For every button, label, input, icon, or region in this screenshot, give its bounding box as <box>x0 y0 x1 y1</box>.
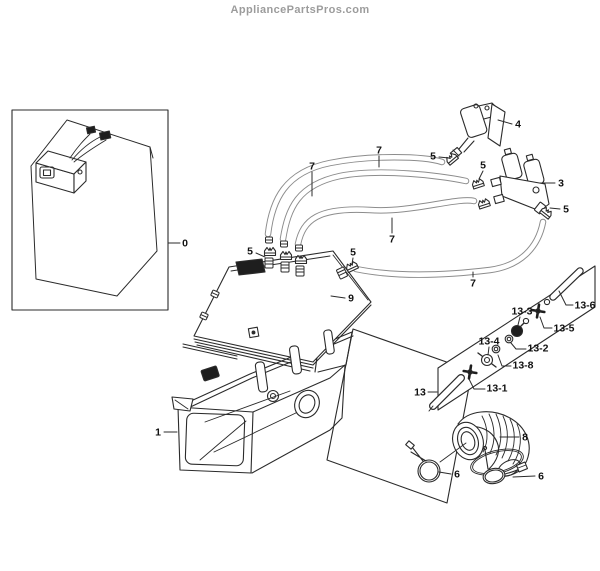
svg-text:13-8: 13-8 <box>512 360 533 372</box>
callout-0: 0 <box>167 238 188 250</box>
callout-5: 5 <box>247 246 266 258</box>
callout-13-2: 13-2 <box>510 342 549 355</box>
callout-5: 5 <box>549 204 569 216</box>
svg-text:6: 6 <box>538 471 544 483</box>
callout-5: 5 <box>478 160 486 180</box>
svg-text:7: 7 <box>309 161 315 173</box>
water-hoses <box>264 154 547 278</box>
svg-text:9: 9 <box>348 293 354 305</box>
callout-7: 7 <box>309 161 315 197</box>
callout-13-5: 13-5 <box>539 316 575 335</box>
callout-7: 7 <box>376 145 382 168</box>
svg-text:7: 7 <box>389 234 395 246</box>
callout-3: 3 <box>539 178 564 190</box>
callout-1: 1 <box>155 427 178 439</box>
svg-text:13-1: 13-1 <box>486 383 507 395</box>
svg-text:6: 6 <box>454 469 460 481</box>
svg-text:13-5: 13-5 <box>553 323 574 335</box>
svg-text:4: 4 <box>515 119 521 131</box>
svg-text:0: 0 <box>182 238 188 250</box>
wire-clamp-left <box>405 440 467 483</box>
callout-13-4: 13-4 <box>478 336 500 356</box>
svg-text:1: 1 <box>155 427 161 439</box>
check-valve-13-4 <box>477 352 497 368</box>
bellows-hose <box>452 411 530 477</box>
svg-text:5: 5 <box>350 247 356 259</box>
callout-9: 9 <box>330 293 354 305</box>
washer-outline <box>30 119 158 297</box>
background-panel <box>326 328 473 504</box>
dispenser-housing <box>171 331 354 474</box>
svg-text:13-2: 13-2 <box>527 343 548 355</box>
svg-text:3: 3 <box>558 178 564 190</box>
inlet-valve-single <box>444 102 506 166</box>
callout-layer: 0 4 3 5 5 5 5 5 7 7 7 7 9 1 13 13-1 13-8 13-4 13-2 13-3 13-5… <box>155 119 596 483</box>
svg-text:13-4: 13-4 <box>478 336 499 348</box>
svg-text:5: 5 <box>430 151 436 163</box>
callout-13-8: 13-8 <box>497 354 534 372</box>
callout-13: 13 <box>414 387 438 399</box>
callout-13-6: 13-6 <box>558 290 596 312</box>
noise-filter <box>35 125 112 194</box>
svg-text:5: 5 <box>480 160 486 172</box>
callout-6: 6 <box>438 469 460 481</box>
callout-4: 4 <box>497 119 521 131</box>
callout-7: 7 <box>470 271 476 290</box>
callout-7: 7 <box>389 217 395 246</box>
callout-13-3: 13-3 <box>511 306 533 326</box>
inlet-hose-detail-box <box>428 265 596 412</box>
svg-text:13-6: 13-6 <box>574 300 595 312</box>
callout-8: 8 <box>499 432 528 444</box>
callout-5: 5 <box>430 151 450 163</box>
svg-text:5: 5 <box>247 246 253 258</box>
wire-clamp-right <box>482 445 529 485</box>
watermark-text: AppliancePartsPros.com <box>230 4 370 16</box>
callout-5: 5 <box>350 247 356 265</box>
svg-text:13-3: 13-3 <box>511 306 532 318</box>
inlet-valve-double <box>470 147 554 220</box>
noise-filter-detail-box <box>11 109 169 311</box>
svg-text:5: 5 <box>563 204 569 216</box>
callout-13-1: 13-1 <box>468 378 508 395</box>
svg-text:7: 7 <box>470 278 476 290</box>
dispenser-cover <box>182 250 372 393</box>
svg-text:8: 8 <box>522 432 528 444</box>
svg-text:13: 13 <box>414 387 426 399</box>
callout-6: 6 <box>512 471 544 483</box>
svg-text:7: 7 <box>376 145 382 157</box>
